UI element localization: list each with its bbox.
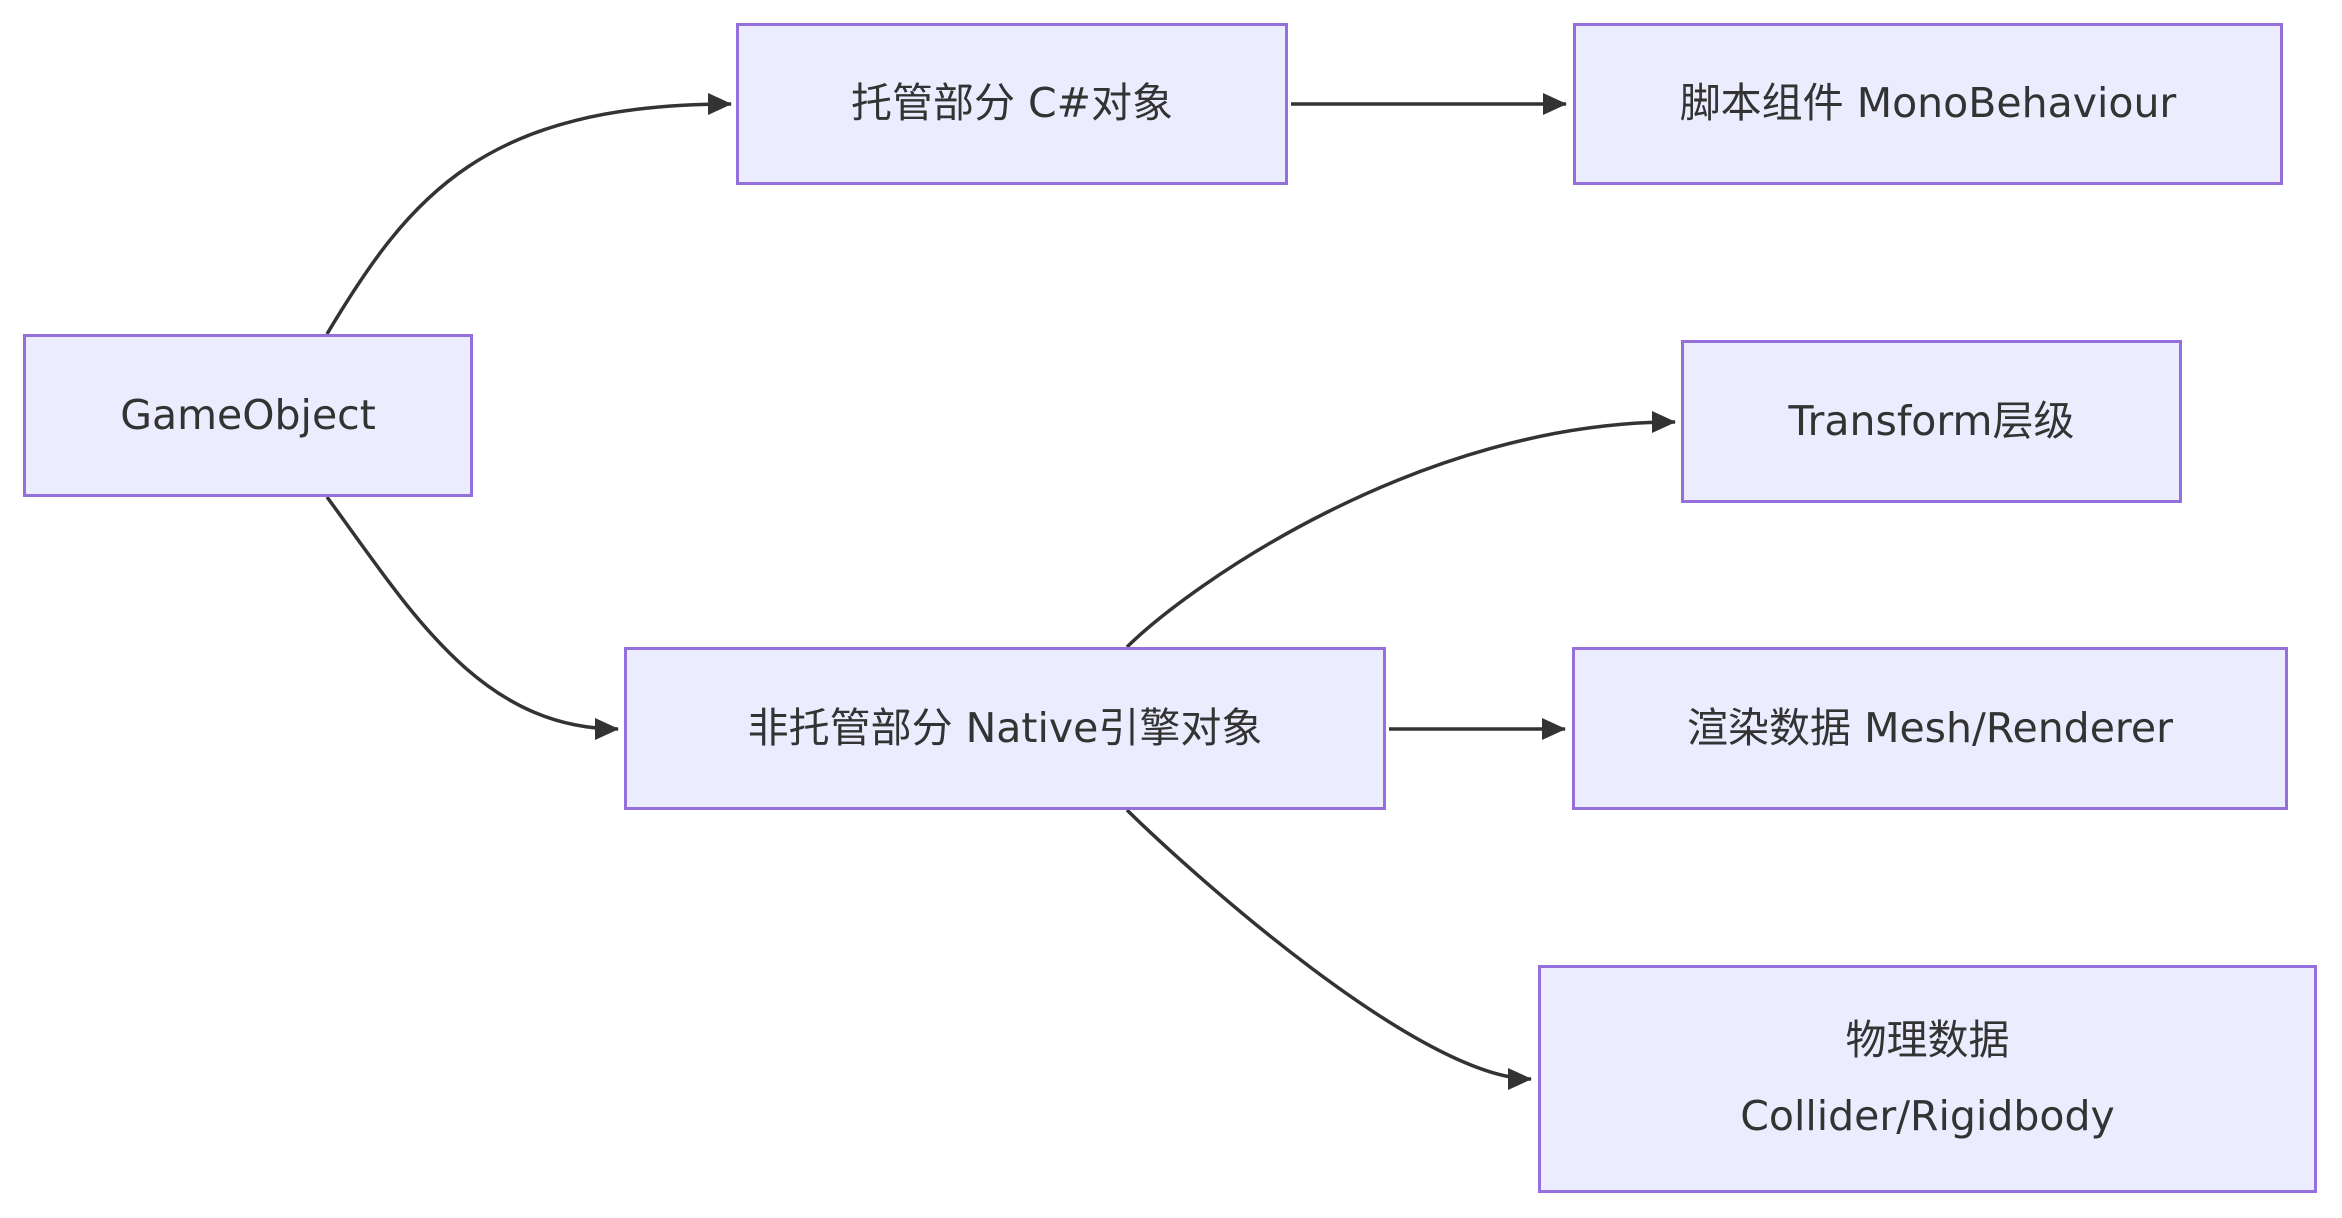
node-managed-csharp-object: 托管部分 C#对象 xyxy=(736,23,1288,185)
node-managed-label: 托管部分 C#对象 xyxy=(850,79,1173,128)
node-render-label: 渲染数据 Mesh/Renderer xyxy=(1687,703,2173,752)
node-script-monobehaviour: 脚本组件 MonoBehaviour xyxy=(1573,23,2283,185)
node-gameobject: GameObject xyxy=(23,334,473,497)
node-physics-label-line2: Collider/Rigidbody xyxy=(1740,1092,2115,1140)
edge-unmanaged-to-transform xyxy=(1125,411,1676,649)
node-transform-label: Transform层级 xyxy=(1788,396,2075,445)
node-render-data-mesh-renderer: 渲染数据 Mesh/Renderer xyxy=(1572,647,2288,810)
edge-gameobject-to-unmanaged xyxy=(325,495,619,740)
node-gameobject-label: GameObject xyxy=(120,390,376,439)
edge-gameobject-to-managed xyxy=(325,93,732,335)
node-physics-label-line1: 物理数据 xyxy=(1845,1016,2010,1065)
node-mono-label: 脚本组件 MonoBehaviour xyxy=(1679,79,2177,128)
node-physics-data-collider-rigidbody: 物理数据 Collider/Rigidbody xyxy=(1538,965,2317,1193)
edge-unmanaged-to-physics xyxy=(1125,808,1532,1090)
node-transform-hierarchy: Transform层级 xyxy=(1681,340,2182,503)
node-unmanaged-label: 非托管部分 Native引擎对象 xyxy=(747,703,1263,752)
node-unmanaged-native-object: 非托管部分 Native引擎对象 xyxy=(624,647,1386,810)
